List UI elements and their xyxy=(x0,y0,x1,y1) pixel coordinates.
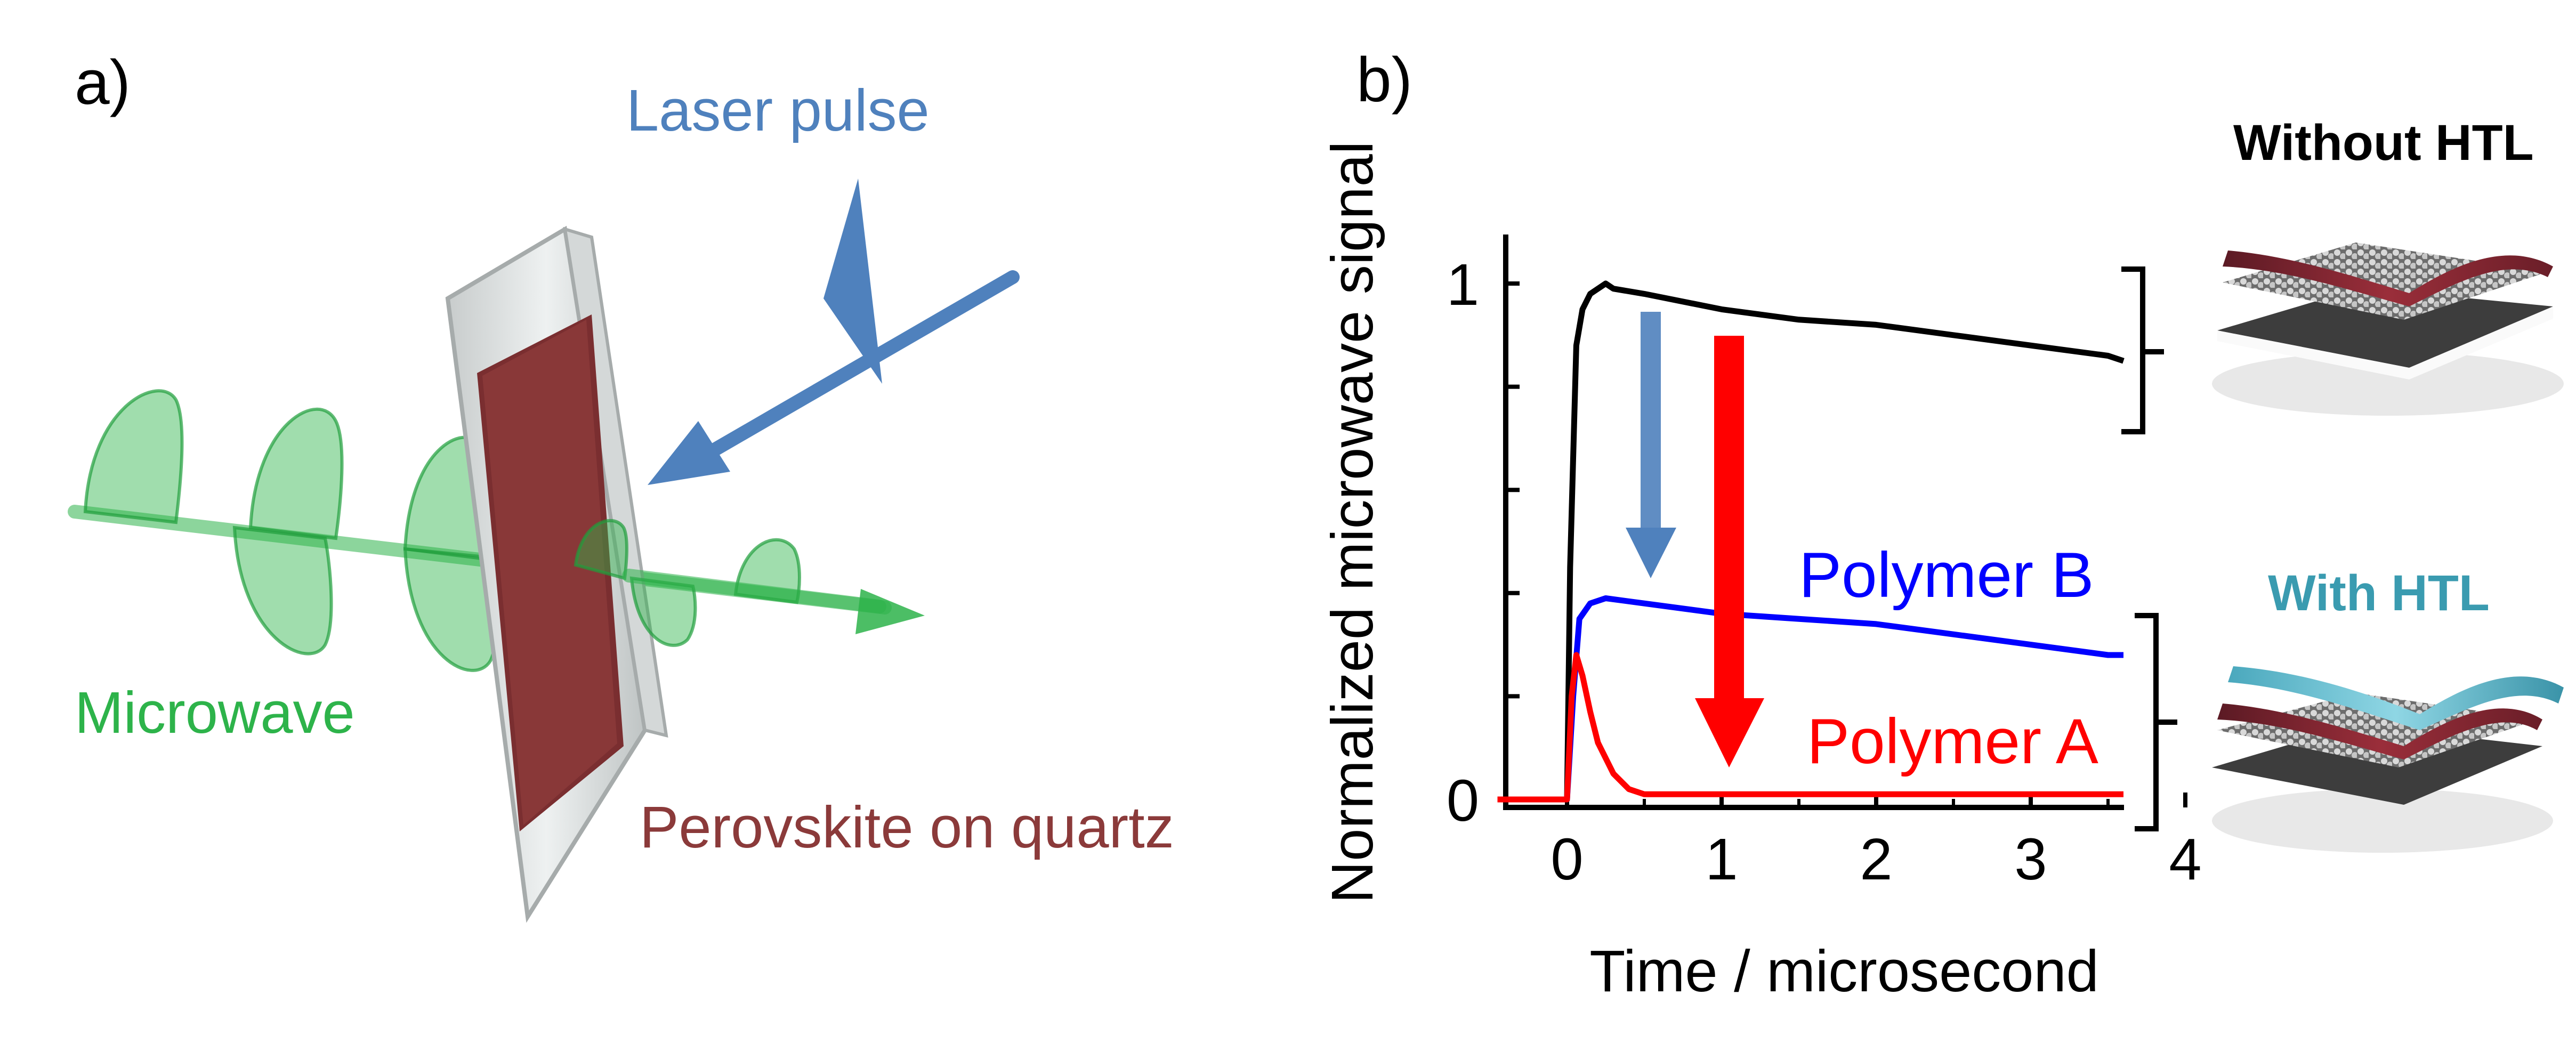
microwave-arrowhead-icon xyxy=(855,589,925,634)
x-tick-label: 2 xyxy=(1860,827,1892,892)
y-tick-label: 0 xyxy=(1447,768,1479,834)
x-ticks: 0 1 2 3 4 xyxy=(1551,793,2202,892)
series-layer xyxy=(1497,280,2125,803)
bracket-without-htl xyxy=(2121,266,2164,434)
with-htl-label: With HTL xyxy=(2268,565,2490,621)
panel-b-label: b) xyxy=(1356,45,1412,115)
bracket-with-htl xyxy=(2135,613,2177,831)
perovskite-film xyxy=(477,314,624,831)
blue-drop-arrow-icon xyxy=(1626,312,1676,578)
x-axis-title: Time / microsecond xyxy=(1589,939,2099,1004)
y-axis-title: Normalized microwave signal xyxy=(1320,141,1385,903)
device-without-htl-icon xyxy=(2212,242,2564,416)
y-ticks: 01 xyxy=(1447,252,1520,834)
panel-a: a) Laser pulse xyxy=(68,47,1174,923)
polymer-a-label: Polymer A xyxy=(1807,706,2098,777)
microwave-axis-front xyxy=(622,569,886,613)
x-tick-label: 4 xyxy=(2169,827,2201,892)
y-tick-label: 1 xyxy=(1447,252,1479,318)
microwave-label: Microwave xyxy=(75,680,355,746)
sample-label: Perovskite on quartz xyxy=(640,795,1174,860)
x-tick-label: 1 xyxy=(1705,827,1738,892)
polymer-b-label: Polymer B xyxy=(1799,539,2094,611)
device-with-htl-icon xyxy=(2212,666,2564,853)
series-line-ref xyxy=(1497,280,2125,803)
series-line-a xyxy=(1497,652,2123,803)
x-tick-label: 3 xyxy=(2014,827,2047,892)
microwave-wave-icon xyxy=(83,389,498,672)
panel-a-label: a) xyxy=(75,47,131,118)
without-htl-label: Without HTL xyxy=(2233,115,2534,171)
laser-pulse-label: Laser pulse xyxy=(626,78,930,143)
red-drop-arrow-icon xyxy=(1695,336,1764,767)
x-tick-label: 0 xyxy=(1551,827,1583,892)
laser-pulse-icon xyxy=(648,179,1020,485)
